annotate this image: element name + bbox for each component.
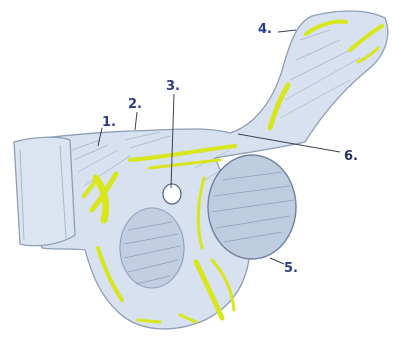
pointer-5 (270, 258, 284, 264)
pointer-4 (278, 30, 296, 32)
articular-disc (208, 155, 296, 259)
label-1: 1. (102, 115, 116, 130)
label-3: 3. (166, 79, 180, 94)
pointer-2 (135, 112, 137, 130)
label-2: 2. (128, 97, 142, 112)
foramen (163, 184, 181, 204)
label-5: 5. (284, 261, 298, 276)
label-4: 4. (258, 22, 272, 37)
central-fossa (120, 208, 184, 288)
label-6: 6. (344, 149, 358, 164)
